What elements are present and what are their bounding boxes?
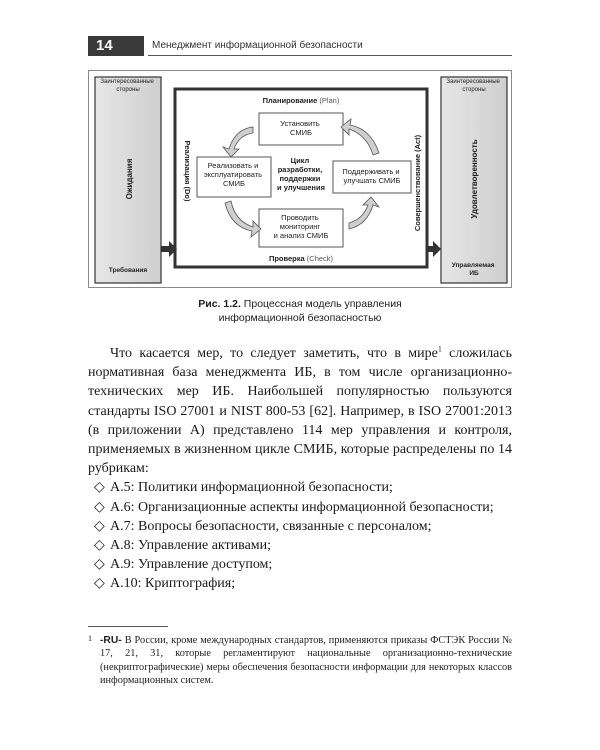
left-panel — [94, 76, 162, 284]
caption-prefix: Рис. 1.2. — [198, 298, 241, 310]
diamond-bullet-icon: ◇ — [94, 576, 105, 592]
diamond-bullet-icon: ◇ — [94, 499, 105, 515]
left-panel-top: Заинтересованные стороны — [100, 79, 155, 93]
left-top-line1: Заинтересованные — [100, 79, 154, 85]
box-establish-l2: СМИБ — [290, 128, 312, 137]
check-label-ru: Проверка — [269, 254, 306, 263]
arrow-top-right — [340, 118, 380, 156]
footnote-rule — [88, 626, 168, 627]
right-panel-bottom: Управляемая ИБ — [452, 262, 497, 277]
diamond-bullet-icon: ◇ — [94, 557, 105, 573]
box-implement — [196, 156, 272, 198]
right-top-line2: стороны — [462, 87, 485, 93]
rubric-list: ◇ А.5: Политики информационной безопаснос… — [88, 478, 512, 593]
diamond-bullet-icon: ◇ — [94, 518, 105, 534]
left-top-line2: стороны — [116, 87, 139, 93]
right-bottom-line1: Управляемая — [452, 262, 495, 269]
intro-after: сложилась нормативная база менеджмента И… — [88, 346, 512, 477]
arrow-top-left — [221, 126, 254, 158]
box-monitor — [258, 208, 344, 248]
footnote-tag: -RU- — [100, 635, 122, 646]
check-label: Проверка (Check) — [269, 254, 334, 263]
arrow-bottom-left — [224, 200, 262, 238]
right-top-line1: Заинтересованные — [446, 79, 500, 85]
box-establish — [258, 112, 344, 146]
page-number: 14 — [88, 36, 144, 56]
diamond-bullet-icon: ◇ — [94, 480, 105, 496]
arrow-bottom-right — [348, 196, 381, 230]
plan-label-ru: Планирование — [263, 96, 318, 105]
list-item: ◇ А.5: Политики информационной безопаснос… — [88, 478, 512, 497]
box-maintain-text: Поддерживать и улучшать СМИБ — [342, 167, 401, 185]
footnote-text: В России, кроме международных стандартов… — [100, 635, 512, 687]
plan-label: Планирование (Plan) — [263, 96, 340, 105]
right-panel-middle: Удовлетворенность — [470, 139, 479, 218]
box-monitor-l1: Проводить — [281, 213, 319, 222]
act-label: Совершенствование (Act) — [413, 134, 422, 231]
box-monitor-text: Проводить мониторинг и анализ СМИБ — [274, 213, 329, 240]
right-bottom-line2: ИБ — [469, 270, 479, 277]
footnote-ref[interactable]: 1 — [437, 344, 442, 354]
caption-line1: Процессная модель управления — [240, 298, 402, 310]
list-item: ◇ А.10: Криптография; — [88, 574, 512, 593]
check-label-en: (Check) — [307, 254, 334, 263]
center-l1: Цикл — [291, 156, 310, 165]
box-maintain-l2: улучшать СМИБ — [344, 176, 401, 185]
pdca-figure: Заинтересованные стороны Ожидания Требов… — [88, 70, 512, 288]
left-panel-middle: Ожидания — [125, 158, 134, 199]
list-item-text: А.7: Вопросы безопасности, связанные с п… — [110, 518, 432, 534]
left-panel-bottom: Требования — [109, 266, 148, 274]
box-establish-text: Установить СМИБ — [280, 119, 321, 137]
box-monitor-l2: мониторинг — [280, 222, 321, 231]
list-item-text: А.10: Криптография; — [110, 576, 236, 592]
figure-caption: Рис. 1.2. Процессная модель управления и… — [88, 297, 512, 325]
pdca-diagram: Заинтересованные стороны Ожидания Требов… — [94, 76, 508, 284]
footnote: 1 -RU- В России, кроме международных ста… — [88, 634, 512, 688]
right-panel — [440, 76, 508, 284]
box-implement-l2: эксплуатировать — [204, 170, 262, 179]
diamond-bullet-icon: ◇ — [94, 538, 105, 554]
intro-paragraph: Что касается мер, то следует заметить, ч… — [88, 344, 512, 478]
list-item: ◇ А.7: Вопросы безопасности, связанные с … — [88, 517, 512, 536]
right-panel-top: Заинтересованные стороны — [446, 79, 501, 93]
running-title: Менеджмент информационной безопасности — [148, 36, 512, 56]
running-header: 14 Менеджмент информационной безопасност… — [88, 36, 512, 56]
caption-line2: информационной безопасностью — [218, 312, 382, 324]
center-l2: разработки, — [278, 165, 322, 174]
list-item-text: А.9: Управление доступом; — [110, 557, 273, 573]
list-item: ◇ А.9: Управление доступом; — [88, 555, 512, 574]
list-item: ◇ А.6: Организационные аспекты информацио… — [88, 498, 512, 517]
center-l4: и улучшения — [277, 183, 325, 192]
box-implement-l3: СМИБ — [223, 179, 245, 188]
box-establish-l1: Установить — [280, 119, 319, 128]
list-item-text: А.8: Управление активами; — [110, 538, 272, 554]
list-item-text: А.5: Политики информационной безопасност… — [110, 480, 393, 496]
cycle-center-text: Цикл разработки, поддержки и улучшения — [277, 156, 325, 192]
box-implement-text: Реализовать и эксплуатировать СМИБ — [204, 161, 264, 188]
list-item: ◇ А.8: Управление активами; — [88, 536, 512, 555]
center-l3: поддержки — [280, 174, 321, 183]
footnote-body: -RU- В России, кроме международных станд… — [100, 634, 512, 688]
output-arrow — [427, 241, 441, 257]
plan-label-en: (Plan) — [319, 96, 340, 105]
do-label: Реализация (Do) — [183, 140, 192, 202]
list-item-text: А.6: Организационные аспекты информацион… — [110, 499, 494, 515]
footnote-number: 1 — [88, 634, 92, 643]
cycle-arrows — [221, 118, 381, 238]
box-maintain-l1: Поддерживать и — [342, 167, 399, 176]
body-text: Что касается мер, то следует заметить, ч… — [88, 344, 512, 594]
box-monitor-l3: и анализ СМИБ — [274, 231, 329, 240]
box-maintain — [332, 160, 412, 194]
intro-before: Что касается мер, то следует заметить, ч… — [110, 346, 438, 361]
box-implement-l1: Реализовать и — [208, 161, 259, 170]
input-arrow — [161, 241, 177, 257]
